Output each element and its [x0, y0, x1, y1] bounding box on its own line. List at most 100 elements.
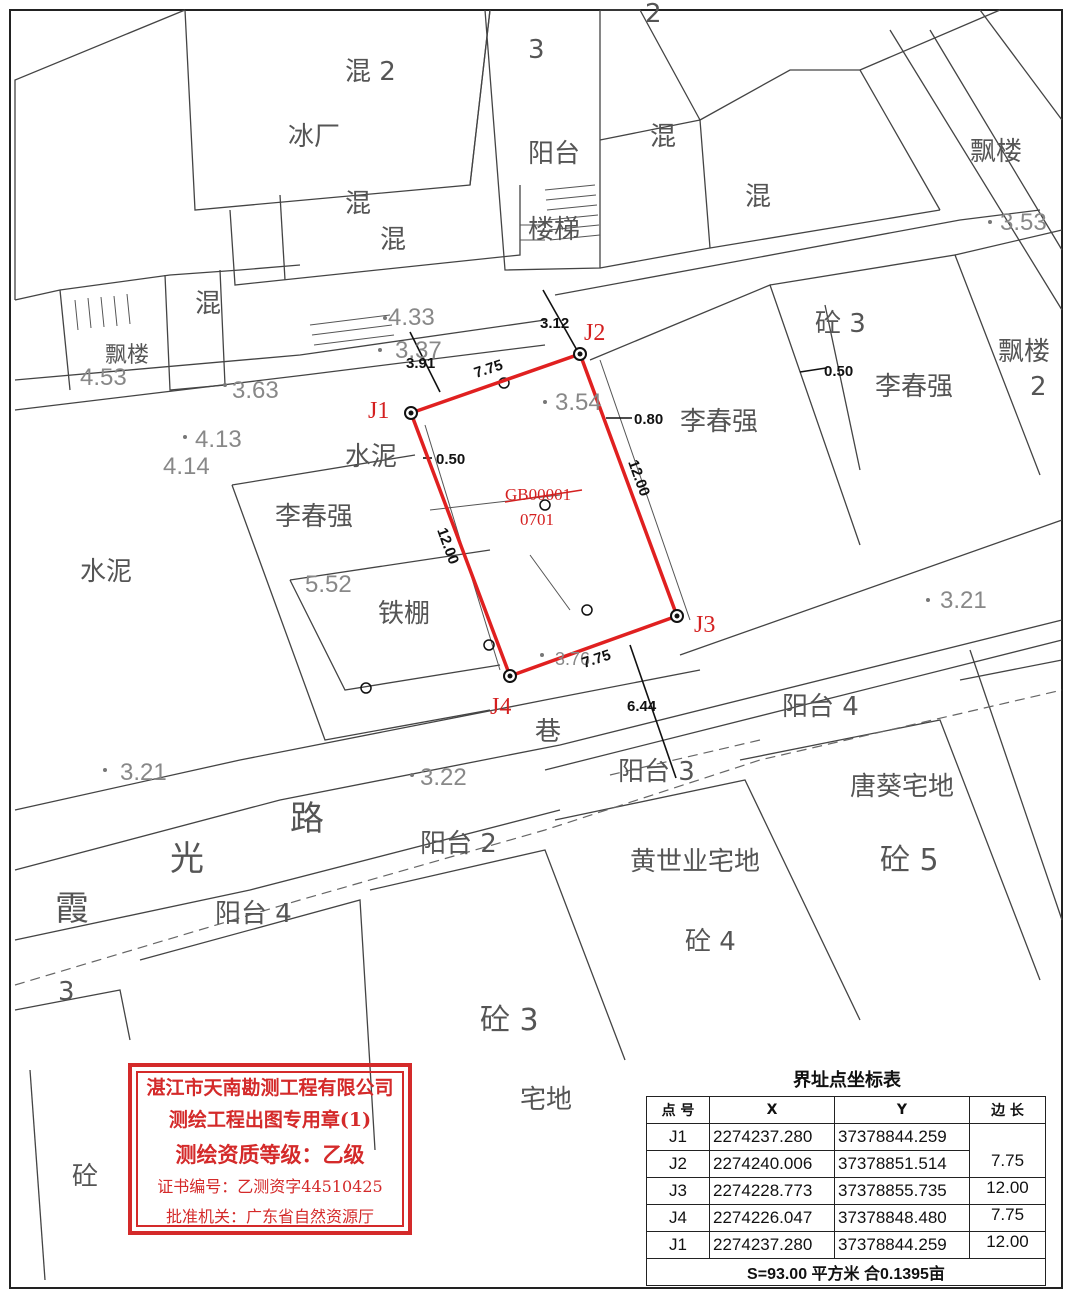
dim-0-80: 0.80 — [634, 411, 663, 428]
label-bingchang: 冰厂 — [288, 122, 340, 152]
label-piaolou-right-2: 2 — [1030, 372, 1047, 402]
cell-point: J1 — [646, 1123, 710, 1151]
label-piaolou-left: 飘楼 — [105, 343, 149, 368]
parcel-sub: 0701 — [520, 510, 554, 529]
elev-5-52: 5.52 — [305, 571, 352, 598]
label-louti: 楼梯 — [528, 215, 580, 245]
coordinate-table-panel: 界址点坐标表 点 号 X Y 边 长 J1 2274237.280 373788… — [646, 1066, 1048, 1286]
label-3-top: 3 — [528, 35, 545, 65]
label-yangtai-top: 阳台 — [528, 139, 580, 169]
cell-y: 37378844.259 — [834, 1231, 970, 1259]
label-yangtai4-right: 阳台 4 — [782, 692, 859, 722]
cell-point: J1 — [646, 1231, 710, 1259]
cell-side: 7.75 — [969, 1150, 1046, 1178]
area-summary: S=93.00 平方米 合0.1395亩 — [646, 1258, 1046, 1286]
col-header-point: 点 号 — [646, 1096, 710, 1124]
map-frame — [9, 9, 1063, 1289]
point-J3-label: J3 — [694, 612, 715, 638]
table-area-row: S=93.00 平方米 合0.1395亩 — [646, 1258, 1046, 1286]
label-lu: 路 — [290, 799, 324, 839]
elevation-dots — [103, 220, 992, 777]
elev-3-53: 3.53 — [1000, 209, 1047, 236]
label-yangtai2: 阳台 2 — [420, 829, 497, 859]
stamp-company: 湛江市天南勘测工程有限公司 — [146, 1077, 394, 1099]
label-huang-shiye: 黄世业宅地 — [630, 847, 760, 877]
lot-lines — [14, 9, 1063, 1281]
stair-hatch — [74, 184, 601, 346]
label-shuini-mid: 水泥 — [345, 442, 397, 472]
label-xiang: 巷 — [535, 717, 561, 747]
label-tiepeng: 铁棚 — [378, 599, 430, 629]
dim-3-91: 3.91 — [406, 355, 435, 372]
label-tong3-top: 砼 3 — [815, 309, 866, 339]
table-row: J1 2274237.280 37378844.259 12.00 — [646, 1231, 1046, 1259]
elev-3-37: 3.37 — [395, 337, 442, 364]
coordinate-table: 点 号 X Y 边 长 J1 2274237.280 37378844.259 … — [646, 1096, 1046, 1286]
table-row: J1 2274237.280 37378844.259 — [646, 1123, 1046, 1151]
elev-3-54: 3.54 — [555, 389, 602, 416]
cell-point: J4 — [646, 1204, 710, 1232]
surveyor-stamp: 湛江市天南勘测工程有限公司 测绘工程出图专用章(1) 测绘资质等级：乙级 证书编… — [128, 1063, 412, 1235]
dim-0-50-left: 0.50 — [436, 451, 465, 468]
dim-6-44: 6.44 — [627, 698, 657, 715]
cell-x: 2274228.773 — [709, 1177, 835, 1205]
label-li-chunqiang-3: 李春强 — [275, 502, 353, 532]
cell-point: J2 — [646, 1150, 710, 1178]
label-piaolou-top-right: 飘楼 — [970, 137, 1022, 167]
label-2-top: 2 — [645, 0, 662, 29]
table-row: J4 2274226.047 37378848.480 7.75 — [646, 1204, 1046, 1232]
elev-4-14: 4.14 — [163, 453, 210, 480]
label-li-chunqiang-1: 李春强 — [875, 372, 953, 402]
stamp-authority: 批准机关：广东省自然资源厅 — [165, 1207, 374, 1226]
stamp-cert-no: 证书编号：乙测资字44510425 — [157, 1177, 383, 1196]
dimension-labels: 3.12 3.91 7.75 0.80 0.50 0.50 12.00 12.0… — [406, 315, 853, 715]
elevation-labels: 3.53 4.33 3.37 4.53 3.63 4.13 4.14 3.54 … — [80, 209, 1047, 791]
label-hun-2: 混 2 — [345, 57, 396, 87]
cell-y: 37378848.480 — [834, 1204, 970, 1232]
cell-x: 2274226.047 — [709, 1204, 835, 1232]
elev-3-21-left: 3.21 — [120, 759, 167, 786]
parcel-id: GB00001 — [505, 485, 571, 504]
cell-x: 2274237.280 — [709, 1123, 835, 1151]
elev-3-21-right: 3.21 — [940, 587, 987, 614]
elev-3-22: 3.22 — [420, 764, 467, 791]
dim-7-75-top: 7.75 — [472, 357, 505, 382]
elev-3-63: 3.63 — [232, 377, 279, 404]
cell-y: 37378844.259 — [834, 1123, 970, 1151]
point-J2-label: J2 — [584, 320, 605, 346]
cell-x: 2274237.280 — [709, 1231, 835, 1259]
label-li-chunqiang-2: 李春强 — [680, 407, 758, 437]
cell-x: 2274240.006 — [709, 1150, 835, 1178]
label-zhaidi: 宅地 — [520, 1085, 572, 1115]
cell-y: 37378855.735 — [834, 1177, 970, 1205]
point-J1-label: J1 — [368, 398, 389, 424]
elev-4-33: 4.33 — [388, 304, 435, 331]
elev-4-53: 4.53 — [80, 364, 127, 391]
marker-circles — [360, 377, 593, 694]
label-hun-c: 混 — [345, 189, 371, 219]
stamp-grade: 测绘资质等级：乙级 — [175, 1142, 365, 1167]
cell-y: 37378851.514 — [834, 1150, 970, 1178]
cell-point: J3 — [646, 1177, 710, 1205]
cell-side: 7.75 — [969, 1204, 1046, 1232]
label-tong-left: 砼 — [72, 1162, 98, 1192]
label-hun-b: 混 — [745, 182, 771, 212]
cell-side: 12.00 — [969, 1177, 1046, 1205]
table-row: J3 2274228.773 37378855.735 12.00 — [646, 1177, 1046, 1205]
label-guang: 光 — [170, 839, 204, 879]
elev-4-13: 4.13 — [195, 426, 242, 453]
stamp-purpose: 测绘工程出图专用章(1) — [168, 1109, 372, 1131]
label-tong5: 砼 5 — [880, 843, 939, 878]
table-header-row: 点 号 X Y 边 长 — [646, 1096, 1046, 1124]
elev-3-76: 3.76 — [555, 649, 590, 669]
label-hun-e: 混 — [195, 289, 221, 319]
dimension-lines — [409, 289, 827, 779]
dim-12-00-right: 12.00 — [624, 458, 653, 499]
label-yangtai3: 阳台 3 — [618, 757, 695, 787]
label-xia: 霞 — [55, 889, 89, 929]
col-header-side: 边 长 — [969, 1096, 1046, 1124]
label-shuini-left: 水泥 — [80, 557, 132, 587]
label-hun-a: 混 — [650, 122, 676, 152]
balcony-dash-lines — [14, 689, 1063, 986]
label-3-left: 3 — [58, 977, 75, 1007]
